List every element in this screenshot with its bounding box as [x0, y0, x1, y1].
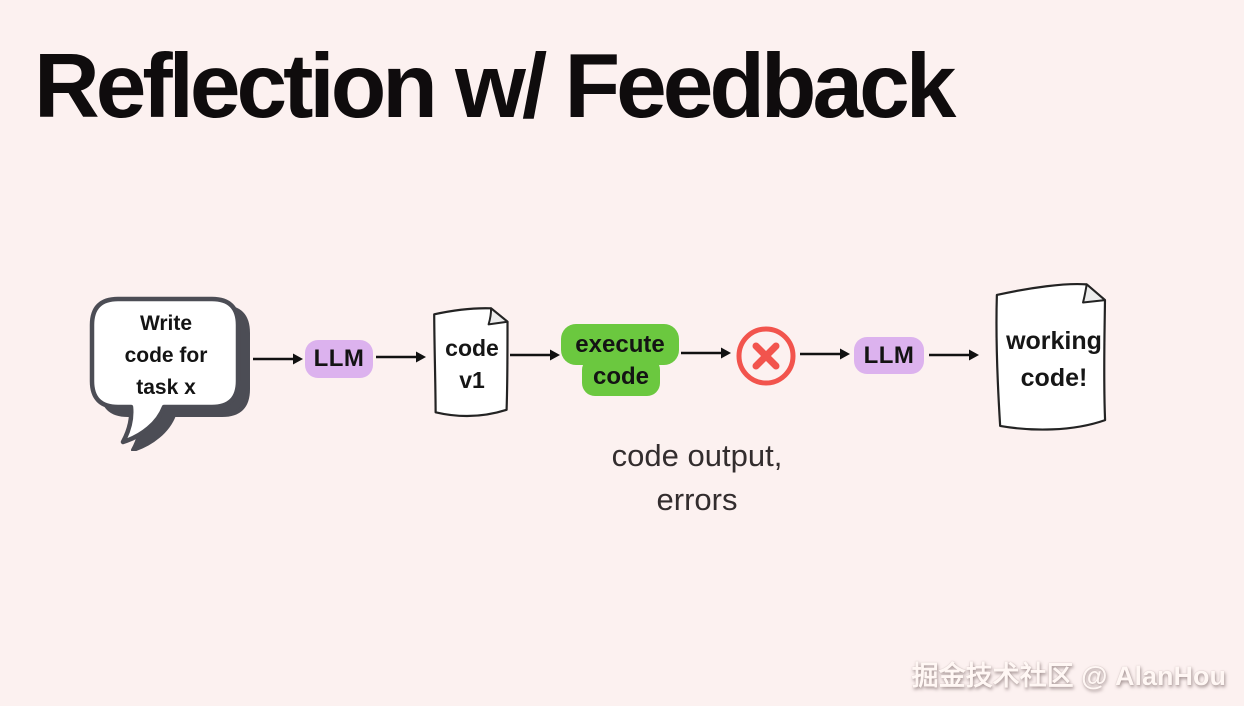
llm-node-1: LLM — [305, 340, 373, 378]
arrow-right-icon — [376, 351, 426, 363]
arrow-right-icon — [253, 353, 303, 365]
execute-code-line2: code — [582, 357, 660, 396]
arrow-right-icon — [510, 349, 560, 361]
working-code-label: working code! — [1006, 326, 1102, 393]
document-icon — [433, 307, 509, 418]
code-label: code — [592, 362, 649, 390]
document-icon — [995, 282, 1107, 431]
llm-node-1-label: LLM — [313, 345, 365, 372]
execute-label: execute — [575, 330, 665, 358]
arrow-right-icon — [681, 347, 731, 359]
arrow-right-icon — [929, 349, 979, 361]
page-title: Reflection w/ Feedback — [34, 36, 956, 137]
error-x-circle-icon — [736, 326, 796, 386]
arrow-right-icon — [800, 348, 850, 360]
llm-node-2: LLM — [854, 337, 924, 374]
execute-code-node: execute code — [561, 324, 679, 398]
speech-bubble-icon — [89, 296, 250, 451]
prompt-bubble-text: Write code for task x — [124, 312, 208, 399]
code-v1-label: code v1 — [445, 334, 499, 393]
watermark: 掘金技术社区 @ AlanHou — [911, 661, 1226, 691]
code-output-annotation: code output, errors — [611, 438, 783, 518]
llm-node-2-label: LLM — [863, 341, 915, 369]
